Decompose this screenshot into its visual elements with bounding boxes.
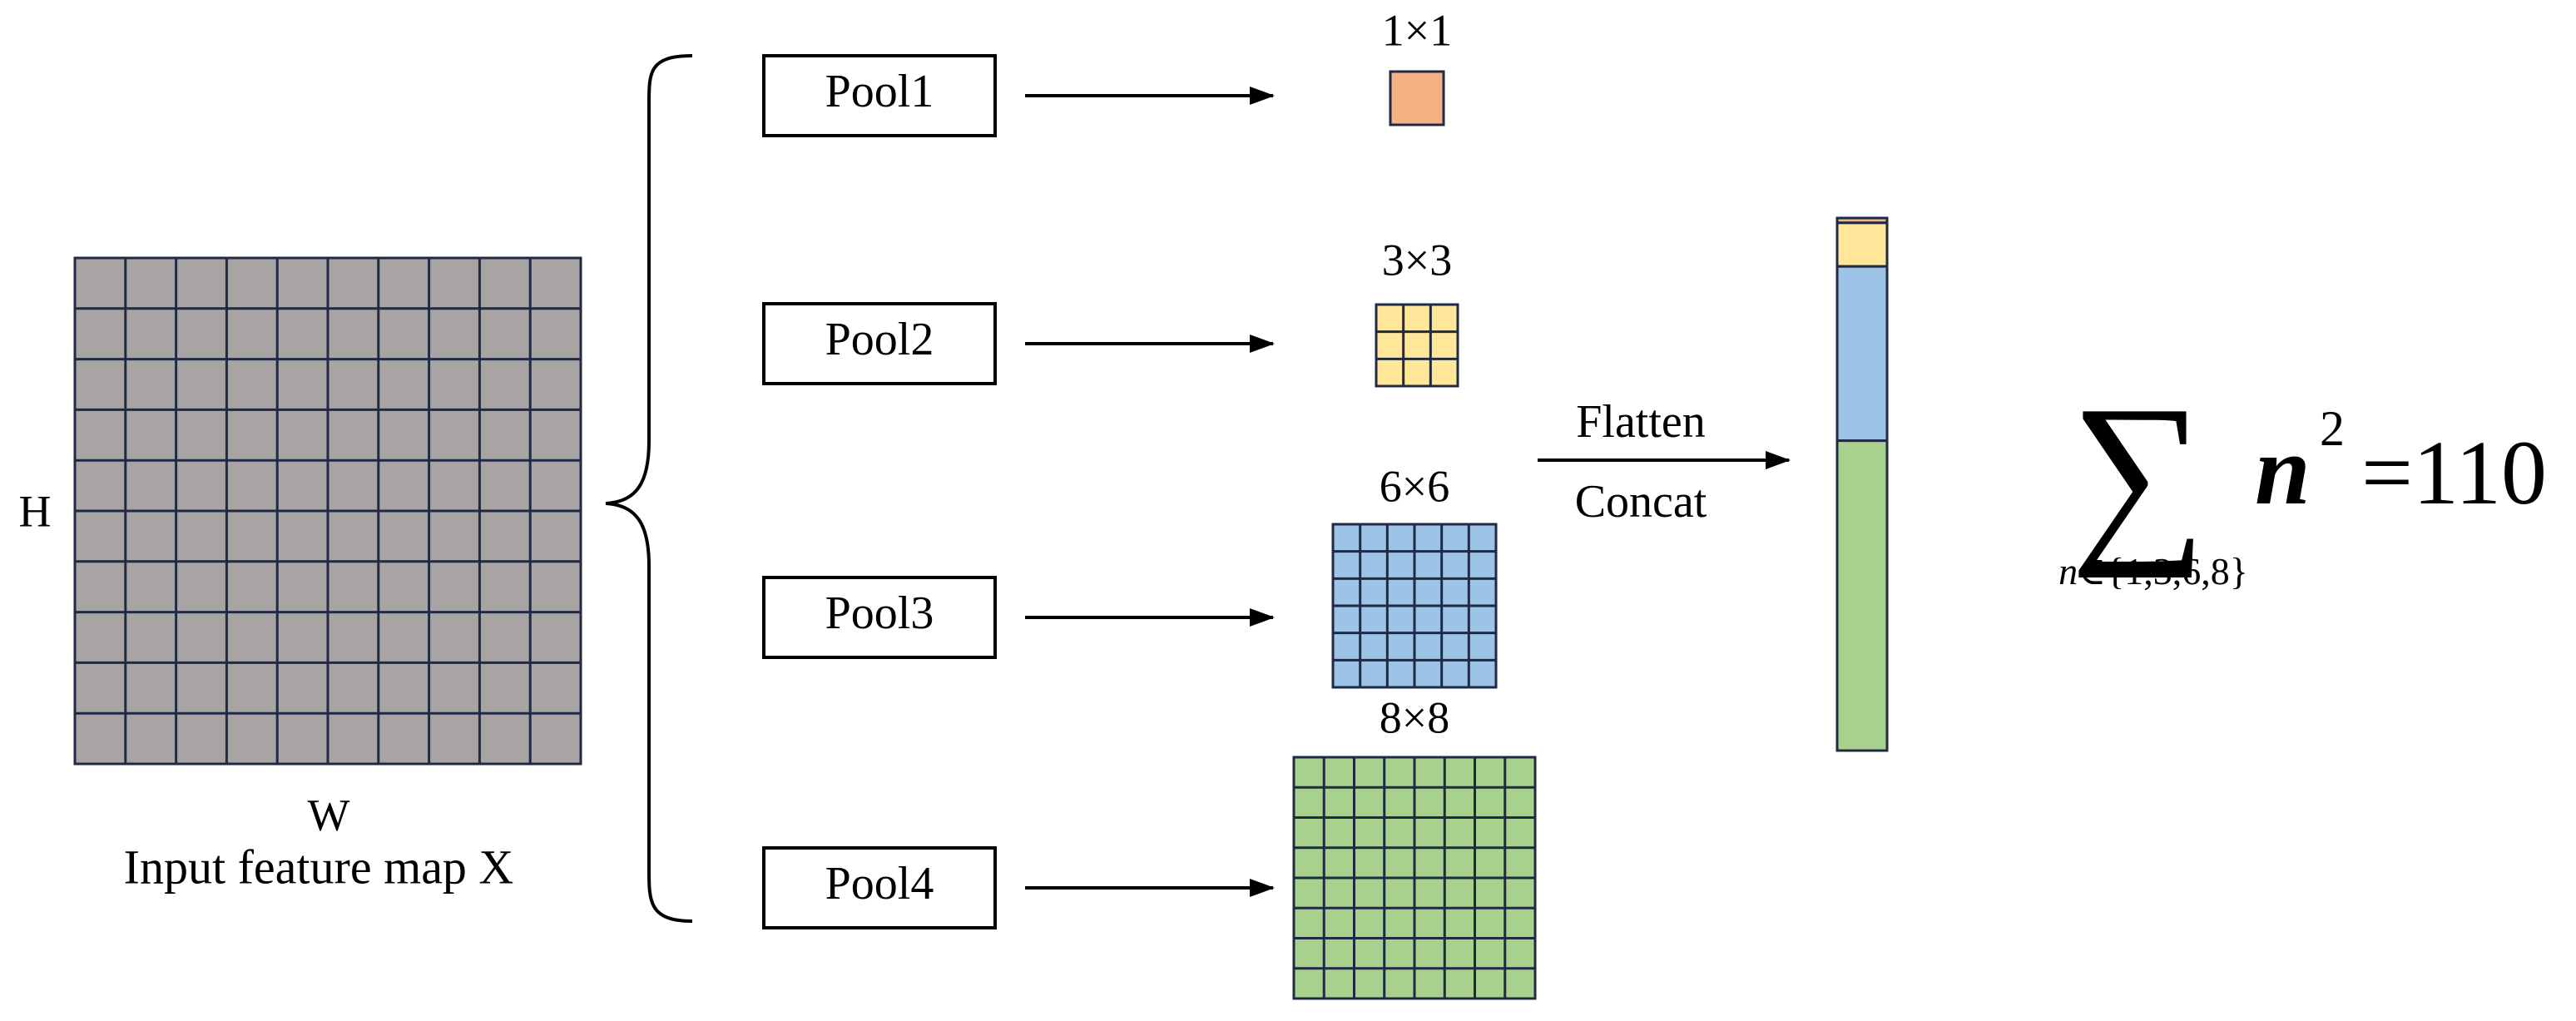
pool-branch: Pool3 6×6 (762, 461, 1498, 689)
summand-base: n (2255, 414, 2311, 525)
concat-segment (1835, 439, 1889, 752)
flatten-label: Flatten (1576, 396, 1706, 448)
pool-box (762, 576, 997, 659)
pool-output-grid (1375, 303, 1459, 388)
pool-box (762, 302, 997, 385)
concat-segment (1835, 221, 1889, 268)
input-caption: Input feature map X (124, 840, 514, 894)
pool-label: Pool3 (825, 587, 934, 639)
formula-result: =110 (2361, 422, 2547, 523)
subscript-set: ∈{1,3,6,8} (2078, 550, 2248, 592)
concat-segment (1835, 265, 1889, 443)
sum-symbol: ∑ (2070, 366, 2207, 578)
height-label: H (19, 486, 52, 536)
pool-box (762, 54, 997, 137)
pool-output-size-label: 1×1 (1382, 5, 1452, 55)
pool-output-size-label: 6×6 (1380, 461, 1449, 511)
concat-label: Concat (1575, 476, 1707, 528)
width-label: W (308, 790, 350, 840)
formula: ∑ n∈{1,3,6,8} n 2 =110 (2058, 366, 2547, 592)
pool-label: Pool2 (825, 314, 934, 365)
pool-branch: Pool1 1×1 (762, 5, 1452, 137)
pool-output-grid (1389, 70, 1445, 126)
subscript-variable: n (2058, 550, 2078, 592)
pool-box (762, 846, 997, 929)
concatenated-vector (1835, 216, 1889, 752)
input-feature-map: H W Input feature map X (19, 256, 582, 894)
pool-branch: Pool2 3×3 (762, 235, 1459, 388)
flatten-concat: Flatten Concat (1538, 396, 1791, 528)
pool-output-size-label: 8×8 (1380, 692, 1449, 742)
grouping-brace (605, 54, 693, 923)
pool-branch: Pool4 8×8 (762, 692, 1537, 1000)
summand-exponent: 2 (2320, 401, 2345, 456)
pool-label: Pool1 (825, 66, 934, 117)
input-grid (73, 256, 582, 766)
pool-label: Pool4 (825, 858, 934, 909)
pool-output-size-label: 3×3 (1382, 235, 1452, 285)
sum-subscript: n∈{1,3,6,8} (2058, 550, 2248, 592)
